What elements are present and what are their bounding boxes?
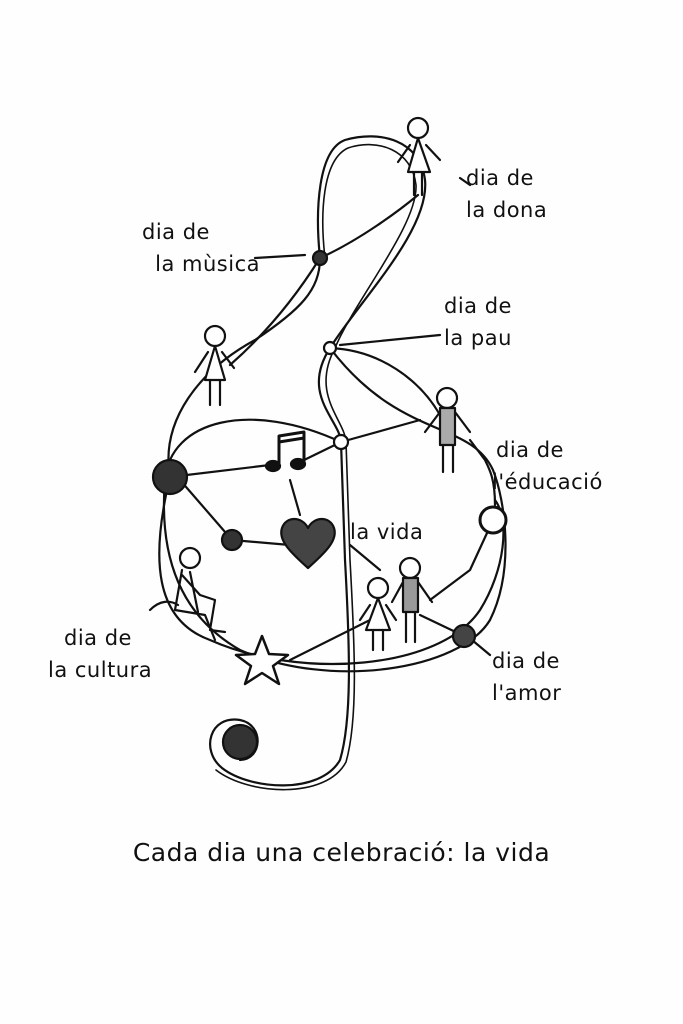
label-line: la cultura — [48, 658, 153, 682]
label-line: dia de — [492, 649, 560, 673]
node-open — [478, 505, 508, 535]
label-line: dia de — [444, 294, 512, 318]
woman-figure-icon — [396, 116, 442, 197]
clef-loop-inner — [167, 256, 322, 479]
clef-outer-curve — [158, 475, 505, 666]
connector-lines — [148, 176, 497, 662]
node-large-dark — [151, 458, 189, 496]
label-la-vida: la vida — [350, 516, 423, 548]
child-figure-icon — [358, 576, 398, 652]
heart-icon — [280, 517, 336, 570]
node-amor — [451, 623, 477, 649]
label-line: dia de — [142, 220, 210, 244]
person-figure-icon — [423, 386, 472, 474]
label-line: la pau — [444, 326, 512, 350]
music-note-icon — [264, 430, 307, 473]
adult-figure-icon — [390, 556, 434, 644]
person-figure-icon — [193, 324, 236, 407]
caption: Cada dia una celebració: la vida — [132, 838, 551, 867]
label-line: l'amor — [492, 681, 562, 705]
label-line: l'éducació — [492, 470, 603, 494]
label-line: dia de — [496, 438, 564, 462]
label-dia-de-la-cultura: dia de la cultura — [48, 622, 152, 686]
node-musica — [311, 249, 329, 267]
label-dia-de-leducacio: dia de l'éducació — [492, 434, 603, 498]
label-line: la mùsica — [155, 252, 260, 276]
label-line: dia de — [466, 166, 534, 190]
node-educacio — [332, 433, 350, 451]
label-dia-de-la-dona: dia de la dona — [466, 162, 547, 226]
label-line: dia de — [64, 626, 132, 650]
label-line: la vida — [350, 520, 424, 544]
node-medium-dark — [220, 528, 244, 552]
sitting-person-icon — [173, 546, 227, 642]
label-line: la dona — [466, 198, 548, 222]
label-dia-de-la-pau: dia de la pau — [444, 290, 512, 354]
spiral-end — [221, 723, 259, 761]
star-icon — [234, 634, 290, 686]
label-dia-de-la-musica: dia de la mùsica — [120, 216, 260, 280]
label-dia-de-lamor: dia de l'amor — [492, 645, 561, 709]
node-pau — [322, 340, 338, 356]
